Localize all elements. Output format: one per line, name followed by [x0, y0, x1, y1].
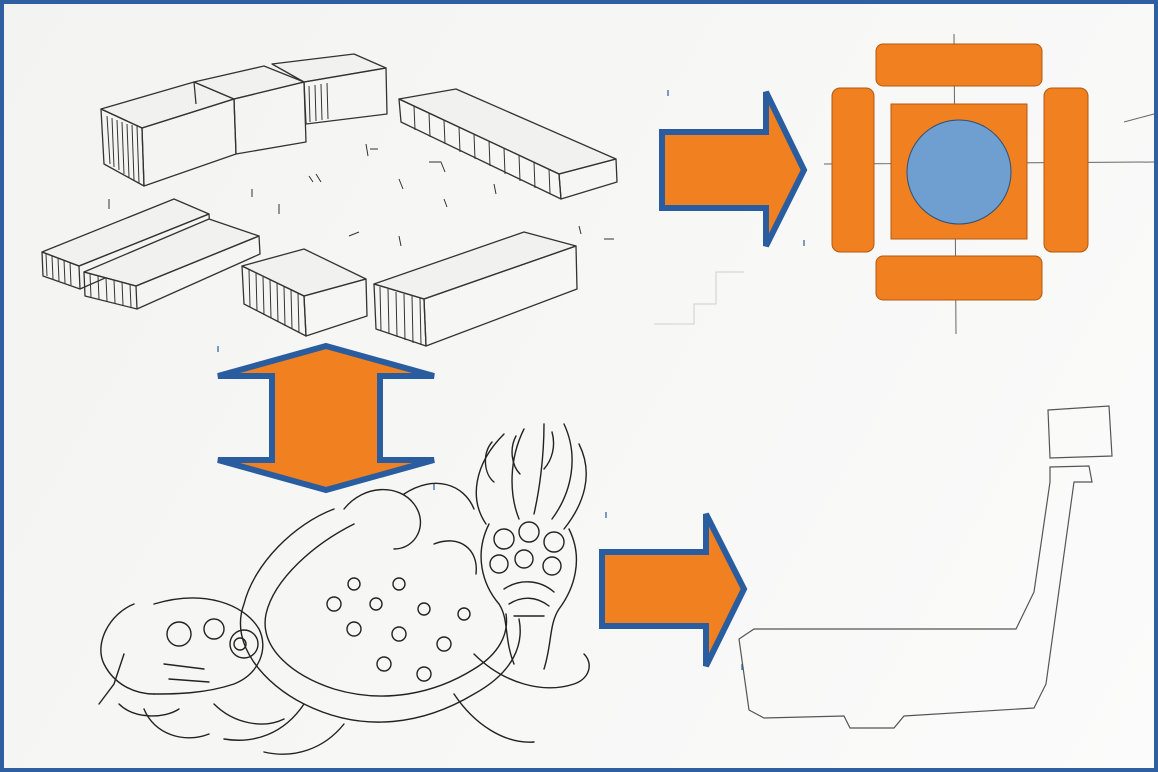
floor-plan-sketch	[739, 406, 1112, 728]
plan-block-top	[876, 44, 1042, 86]
arrow-right-icon	[662, 92, 804, 246]
plan-block-left	[832, 88, 874, 252]
plan-plaza-circle	[907, 120, 1011, 224]
sketch-building	[242, 249, 367, 336]
faint-steps-sketch	[654, 272, 744, 324]
double-arrow-vertical-icon	[218, 346, 434, 490]
sketch-building	[272, 54, 387, 124]
plan-block-right	[1044, 88, 1088, 252]
arrow-right-icon	[602, 514, 744, 666]
sketch-building	[399, 89, 617, 199]
sketch-building	[101, 82, 236, 186]
plaza-sketch	[42, 54, 617, 346]
plaza-plan	[832, 44, 1088, 300]
sketch-building	[194, 66, 306, 154]
sketch-building	[374, 232, 577, 346]
diagram-scene	[4, 4, 1154, 768]
plan-block-bottom	[876, 256, 1042, 300]
